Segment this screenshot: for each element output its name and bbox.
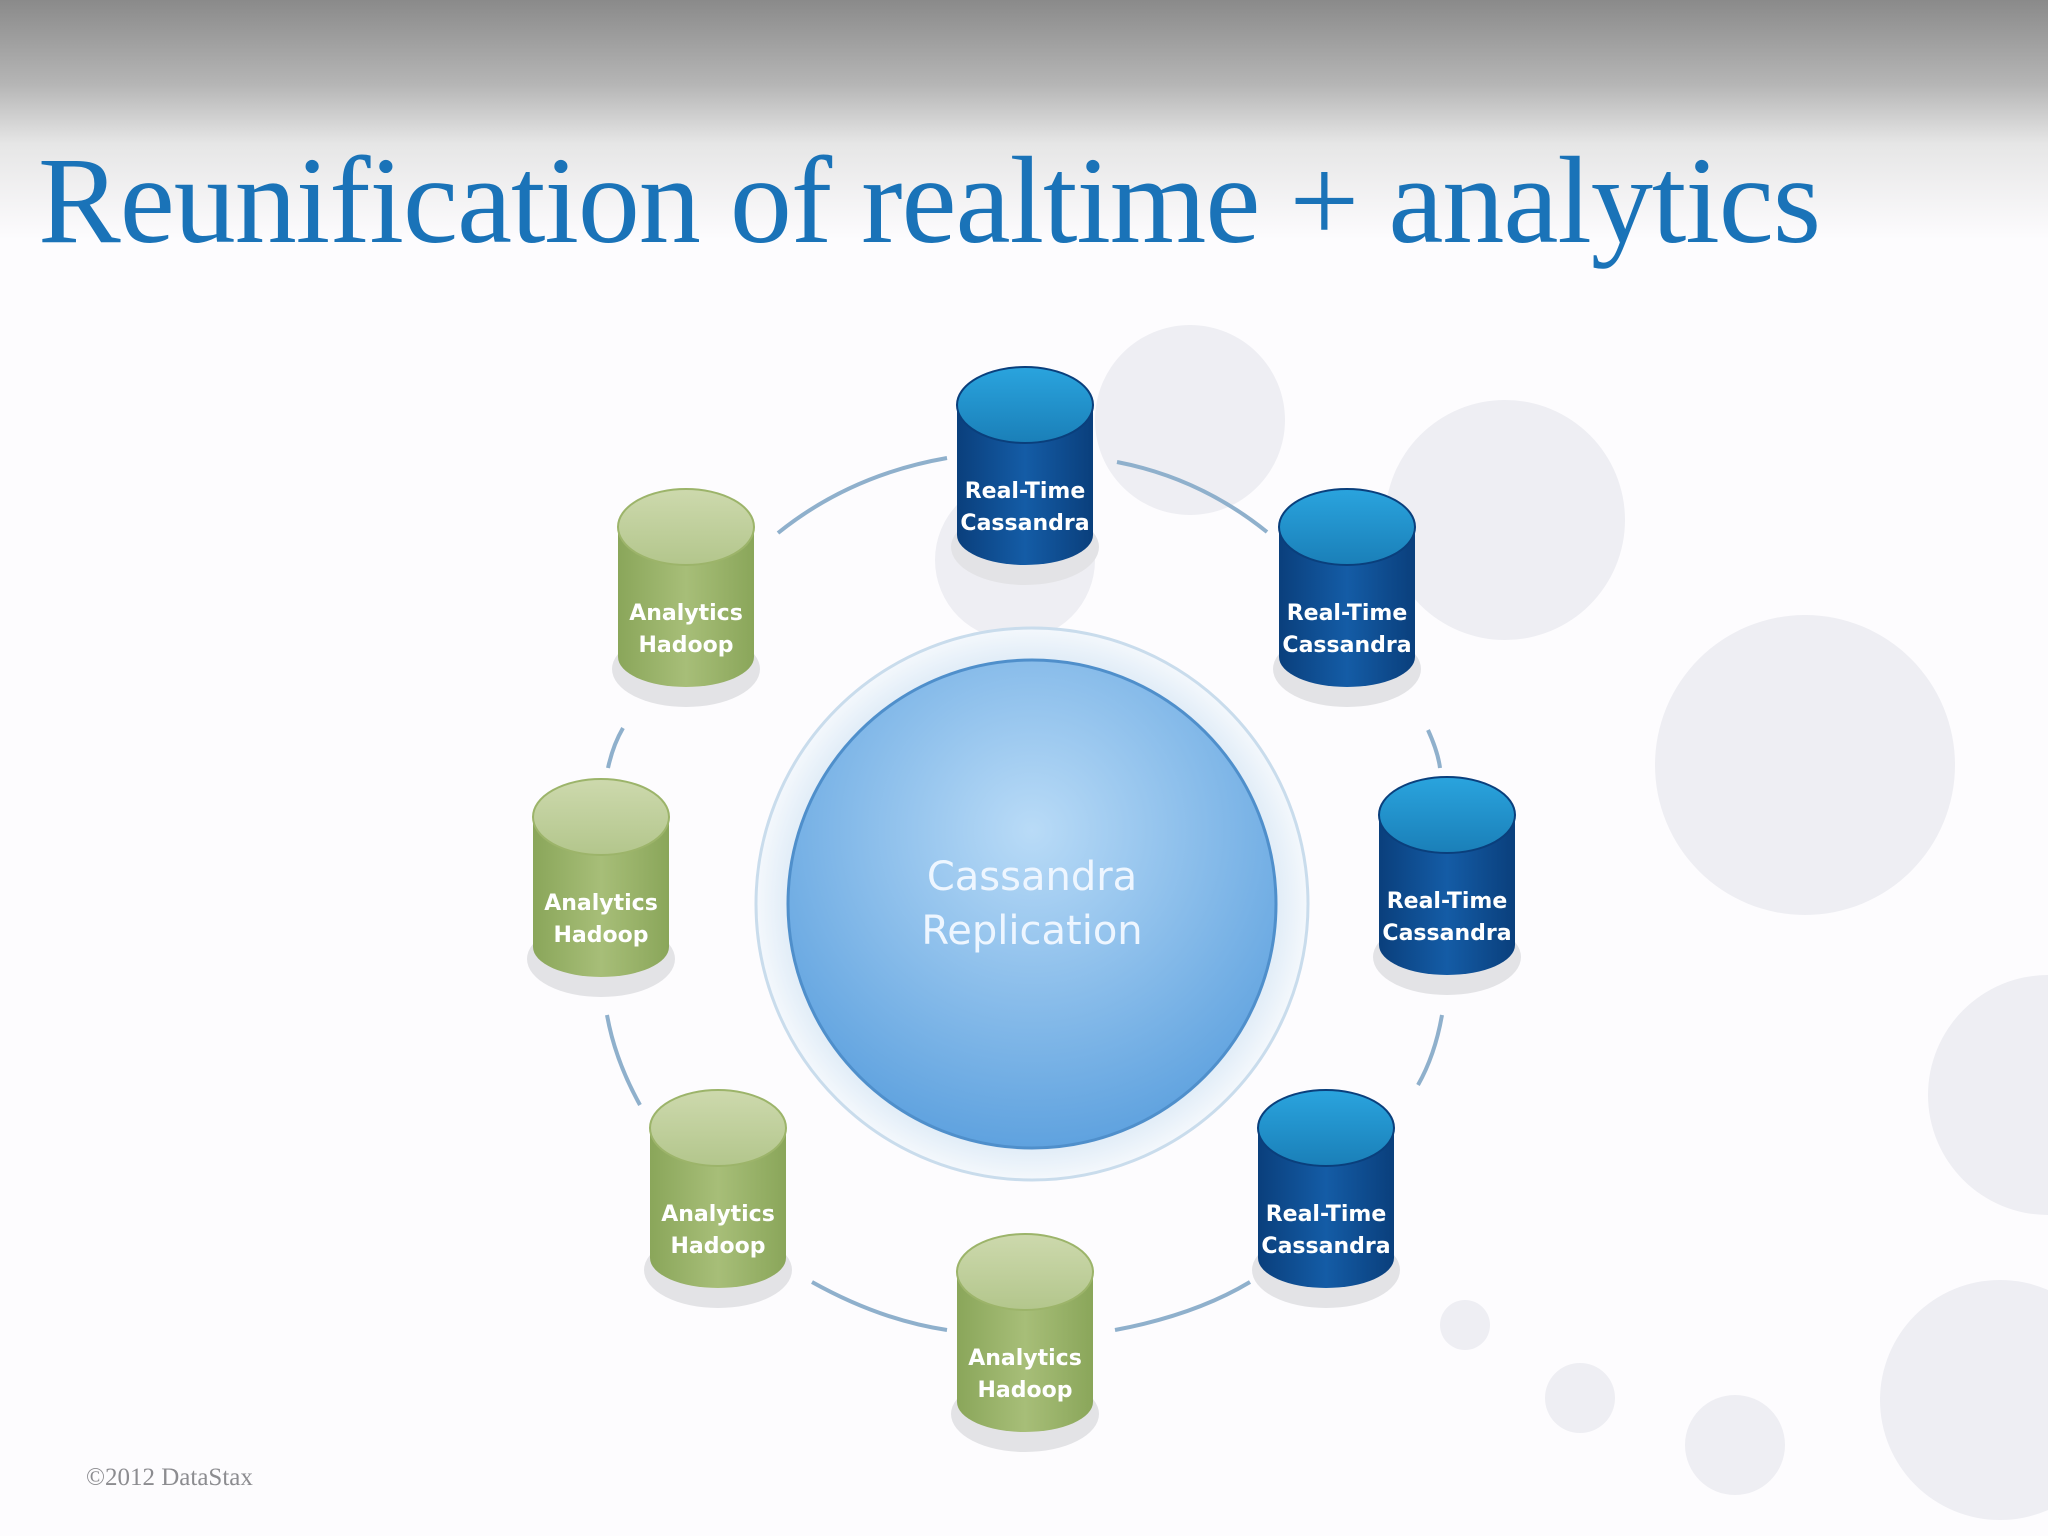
node-label-line2: Hadoop	[671, 1234, 766, 1259]
cylinder-top	[532, 778, 670, 856]
node-label-line2: Cassandra	[1282, 633, 1411, 658]
node-label-line2: Hadoop	[978, 1378, 1073, 1403]
node-label-line1: Analytics	[544, 891, 658, 916]
cylinder-top	[1378, 776, 1516, 854]
header-gradient	[0, 0, 2048, 240]
cylinder-top	[1257, 1089, 1395, 1167]
page-title: Reunification of realtime + analytics	[38, 132, 1821, 269]
database-cylinder-icon	[533, 817, 669, 977]
center-label-line1: Cassandra	[927, 854, 1137, 900]
database-cylinder-icon	[1258, 1128, 1394, 1288]
database-cylinder-icon	[1279, 527, 1415, 687]
node-label-line1: Real-Time	[965, 479, 1086, 504]
node-label-line2: Hadoop	[639, 633, 734, 658]
node-label-line2: Cassandra	[1261, 1234, 1390, 1259]
database-cylinder-icon	[618, 527, 754, 687]
database-cylinder-icon	[650, 1128, 786, 1288]
node-label-line1: Real-Time	[1387, 889, 1508, 914]
cylinder-top	[1278, 488, 1416, 566]
node-label-line1: Analytics	[629, 601, 743, 626]
node-label-line1: Analytics	[968, 1346, 1082, 1371]
node-label-line2: Cassandra	[960, 511, 1089, 536]
cylinder-top	[617, 488, 755, 566]
node-label-line2: Hadoop	[554, 923, 649, 948]
node-label-line1: Real-Time	[1287, 601, 1408, 626]
database-cylinder-icon	[957, 1272, 1093, 1432]
cylinder-top	[956, 1233, 1094, 1311]
node-label-line1: Analytics	[661, 1202, 775, 1227]
cylinder-top	[649, 1089, 787, 1167]
database-cylinder-icon	[1379, 815, 1515, 975]
node-label-line2: Cassandra	[1382, 921, 1511, 946]
center-label-line2: Replication	[921, 908, 1142, 954]
database-cylinder-icon	[957, 405, 1093, 565]
copyright-footer: ©2012 DataStax	[86, 1464, 253, 1491]
cylinder-top	[956, 366, 1094, 444]
node-label-line1: Real-Time	[1266, 1202, 1387, 1227]
replication-arcs	[605, 456, 1444, 1332]
center-replication-circle: Cassandra Replication	[754, 626, 1310, 1182]
